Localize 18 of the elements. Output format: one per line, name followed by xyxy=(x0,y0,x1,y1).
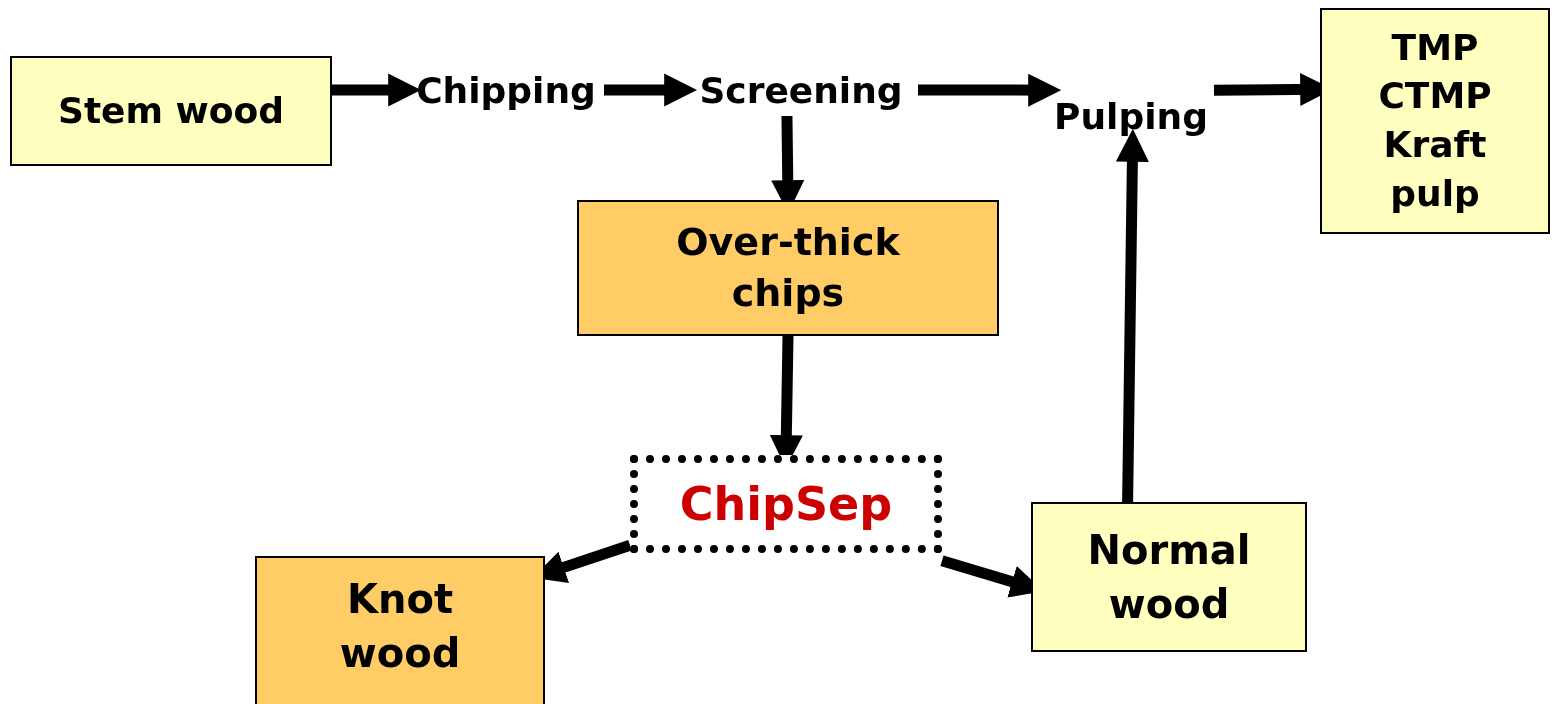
step-label: Chipping xyxy=(408,66,604,116)
process-box xyxy=(1031,502,1307,652)
box-label: TMP CTMP Kraft pulp xyxy=(1377,25,1493,216)
step-label: Pulping xyxy=(1048,70,1214,142)
process-box xyxy=(630,455,942,553)
process-box xyxy=(577,200,999,336)
arrow xyxy=(604,73,698,107)
box-label: Normal wood xyxy=(1086,526,1252,629)
step-label: Screening xyxy=(684,66,918,116)
box-label: Over-thick chips xyxy=(675,218,901,317)
process-box xyxy=(10,56,332,166)
process-box xyxy=(1320,8,1550,234)
box-label: Stem wood xyxy=(57,88,285,133)
box-label: ChipSep xyxy=(679,475,893,533)
arrow xyxy=(1115,128,1149,503)
arrow xyxy=(918,73,1062,107)
process-box xyxy=(255,556,545,704)
box-label: Knot wood xyxy=(338,575,462,678)
